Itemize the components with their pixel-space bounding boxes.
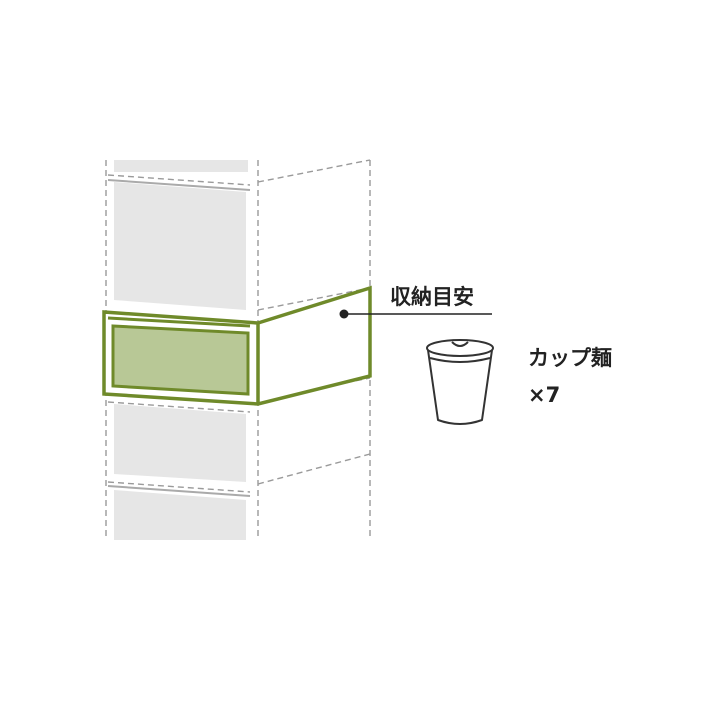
highlighted-drawer [102,285,372,406]
drawer-top [107,160,251,310]
drawer-bottom [107,481,251,540]
callout-label: 収納目安 [390,285,474,309]
item-quantity: ×7 [528,383,560,407]
item-name: カップ麺 [528,346,612,370]
drawer-lower [107,401,251,482]
cup-noodle-icon [426,339,494,425]
leader-dot-icon [339,309,349,319]
callout-leader [339,309,492,319]
